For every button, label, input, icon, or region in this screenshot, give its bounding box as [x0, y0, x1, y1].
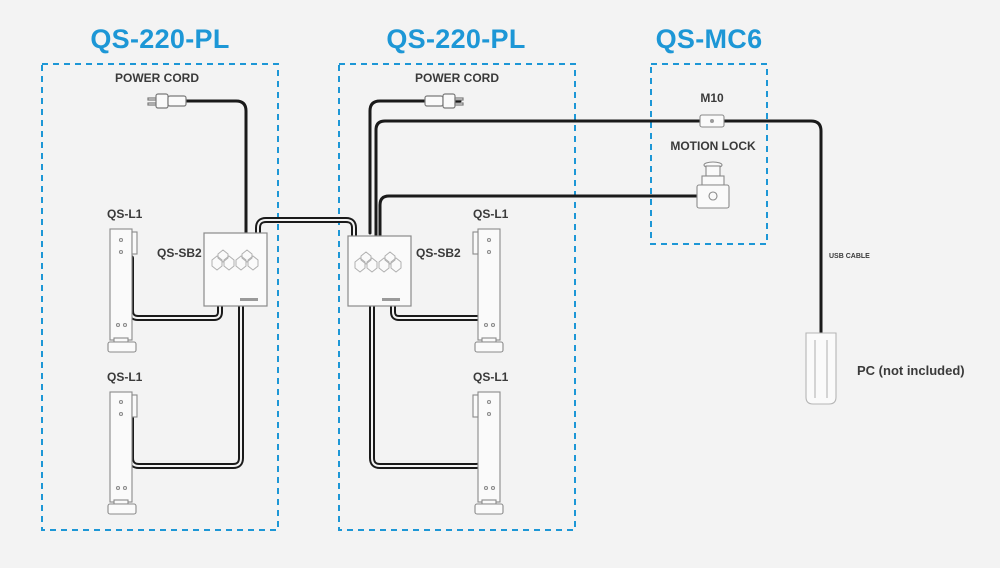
leg-middle-top: [472, 228, 504, 353]
control-box-label-left: QS-SB2: [157, 246, 202, 260]
group-box-left: [41, 63, 279, 531]
leg-label-left-top: QS-L1: [107, 207, 143, 221]
pc-icon: [805, 332, 837, 405]
leg-label-left-bottom: QS-L1: [107, 370, 143, 384]
group-title-left: QS-220-PL: [90, 24, 230, 54]
motion-lock-label: MOTION LOCK: [670, 139, 756, 153]
group-box-middle: [338, 63, 576, 531]
control-box-label-middle: QS-SB2: [416, 246, 461, 260]
power-plug-icon: [147, 93, 187, 109]
group-title-mc6: QS-MC6: [655, 24, 763, 54]
usb-cable-label: USB CABLE: [829, 253, 870, 260]
motion-lock-icon: [696, 161, 730, 209]
m10-module-icon: [699, 114, 725, 128]
control-box-left: [203, 232, 268, 307]
leg-middle-bottom: [472, 391, 504, 515]
group-box-mc6: [650, 63, 768, 245]
leg-label-middle-bottom: QS-L1: [473, 370, 509, 384]
power-plug-icon: [424, 93, 464, 109]
m10-label: M10: [700, 91, 724, 105]
leg-left-top: [107, 228, 138, 353]
power-cord-label-middle: POWER CORD: [415, 71, 499, 85]
leg-left-bottom: [107, 391, 138, 515]
group-title-middle: QS-220-PL: [386, 24, 526, 54]
control-box-middle: [347, 235, 412, 307]
pc-label: PC (not included): [857, 363, 965, 378]
power-cord-label-left: POWER CORD: [115, 71, 199, 85]
leg-label-middle-top: QS-L1: [473, 207, 509, 221]
